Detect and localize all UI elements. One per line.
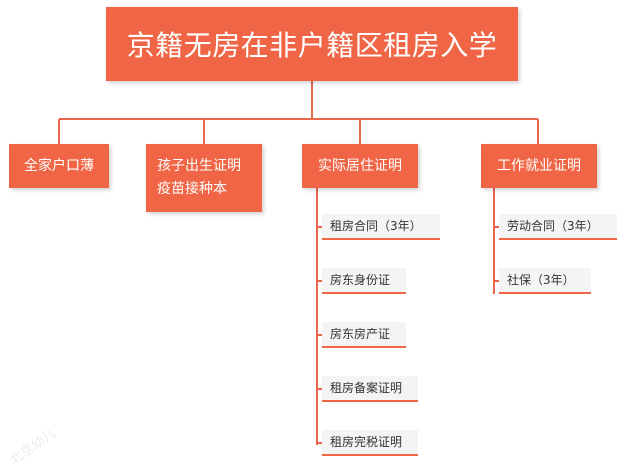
leaf-landlord-id: 房东身份证 — [322, 268, 406, 294]
leaf-label: 租房备案证明 — [330, 381, 403, 395]
leaf-label: 租房合同（3年） — [330, 219, 422, 233]
category-label: 工作就业证明 — [497, 157, 581, 174]
category-label: 实际居住证明 — [318, 157, 402, 174]
category-residence-proof: 实际居住证明 — [302, 144, 418, 188]
leaf-labor-contract: 劳动合同（3年） — [499, 214, 617, 240]
leaf-label: 租房完税证明 — [330, 435, 403, 449]
leaf-label: 社保（3年） — [507, 273, 575, 287]
category-employment-proof: 工作就业证明 — [481, 144, 597, 188]
leaf-label: 劳动合同（3年） — [507, 219, 599, 233]
leaf-rental-tax: 租房完税证明 — [322, 430, 418, 456]
leaf-social-insurance: 社保（3年） — [499, 268, 591, 294]
leaf-rental-filing: 租房备案证明 — [322, 376, 418, 402]
root-node: 京籍无房在非户籍区租房入学 — [106, 7, 518, 81]
category-label-line1: 孩子出生证明 — [157, 158, 241, 174]
watermark-text: 北京幼儿 — [7, 426, 59, 469]
category-label-line2: 疫苗接种本 — [157, 181, 227, 197]
leaf-label: 房东房产证 — [330, 327, 391, 341]
leaf-label: 房东身份证 — [330, 273, 391, 287]
category-birth-vaccine: 孩子出生证明 疫苗接种本 — [146, 144, 262, 212]
leaf-landlord-deed: 房东房产证 — [322, 322, 406, 348]
root-label: 京籍无房在非户籍区租房入学 — [126, 29, 498, 62]
leaf-rental-contract: 租房合同（3年） — [322, 214, 440, 240]
category-household-register: 全家户口薄 — [9, 144, 109, 188]
category-label: 全家户口薄 — [24, 157, 94, 174]
